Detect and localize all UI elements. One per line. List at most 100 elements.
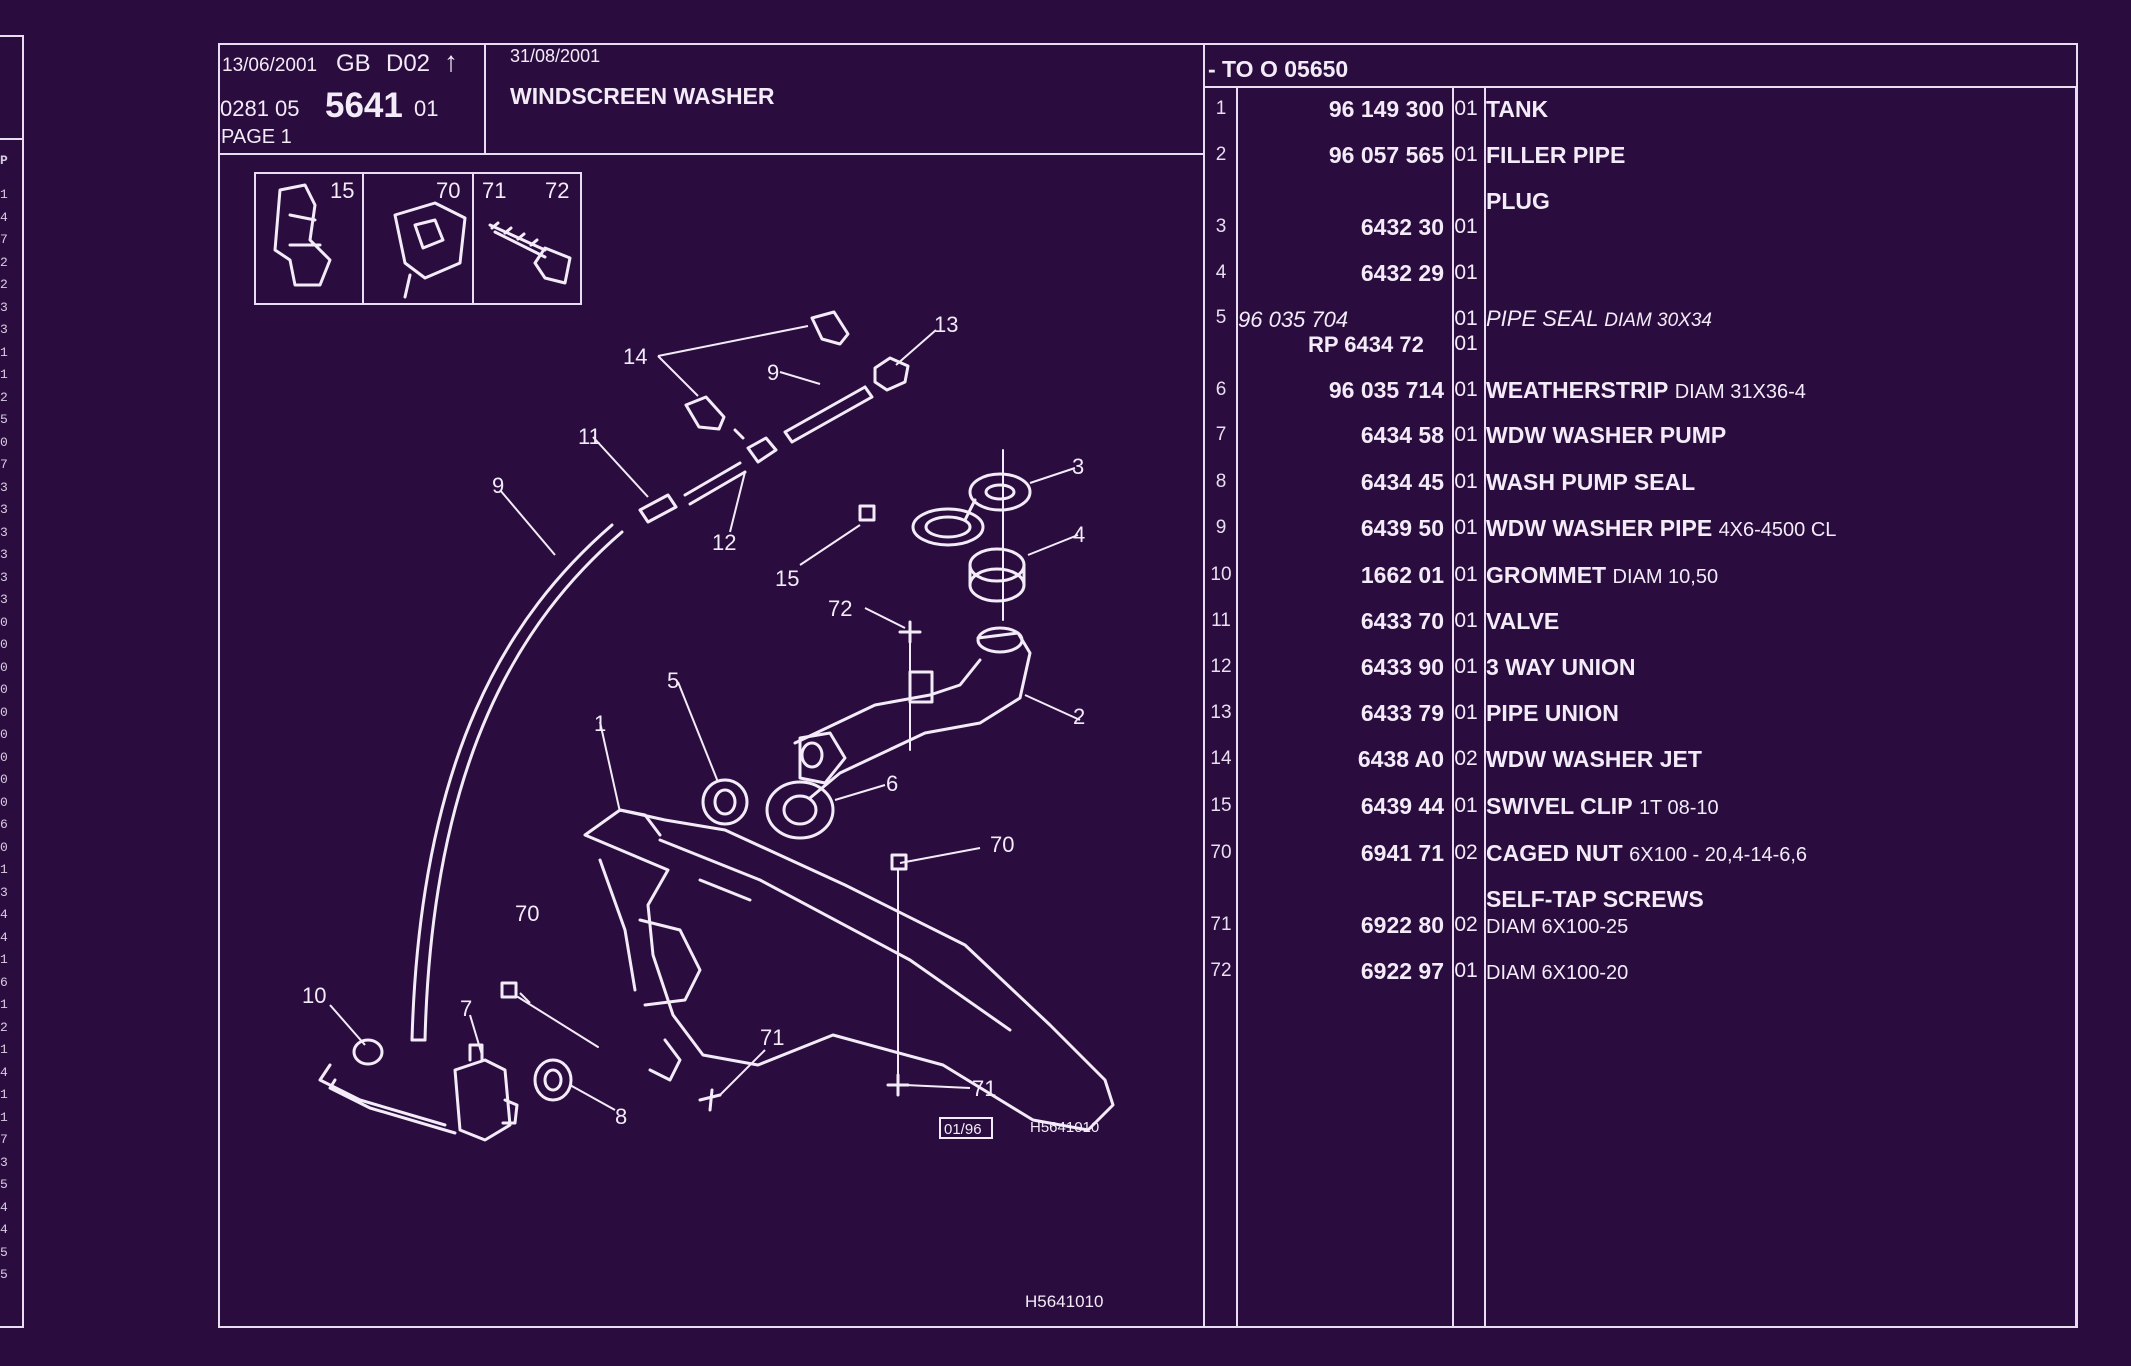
row-ref: 7 xyxy=(1215,424,1227,445)
strip-digit: 0 xyxy=(0,772,8,787)
row-spec: DIAM 6X100-25 xyxy=(1486,916,1629,938)
strip-digit: 7 xyxy=(0,457,8,472)
callout-71-bottom: 71 xyxy=(760,1025,784,1050)
filler-pipe-end xyxy=(798,731,847,785)
row-ref: 14 xyxy=(1210,748,1232,769)
strip-digit: 4 xyxy=(0,1064,8,1080)
row-name: VALVE xyxy=(1486,608,1560,634)
table-header-line xyxy=(1203,86,2078,88)
strip-digit: 1 xyxy=(0,862,8,877)
strip-digit: 4 xyxy=(0,209,8,225)
pump-7 xyxy=(453,1043,512,1142)
callout-6: 6 xyxy=(886,771,898,796)
callout-72: 72 xyxy=(828,596,852,621)
filler-pipe-2 xyxy=(793,631,1032,800)
valve-11 xyxy=(638,493,678,524)
strip-digit: 2 xyxy=(0,1019,8,1035)
row-part-number: 6941 71 xyxy=(1360,840,1444,866)
strip-digit: 1 xyxy=(0,367,8,382)
strip-header: P xyxy=(0,153,8,168)
row-part-replacement: RP 6434 72 xyxy=(1308,332,1424,357)
page-title: WINDSCREEN WASHER xyxy=(510,83,775,109)
row-spec: 6X100 - 20,4-14-6,6 xyxy=(1629,844,1808,866)
col-line-qty-right xyxy=(1484,86,1486,1328)
row-part-number: 6434 45 xyxy=(1360,469,1444,495)
row-part-number: 96 149 300 xyxy=(1328,96,1444,122)
screw-71a xyxy=(698,1088,722,1112)
washer-jet-14a xyxy=(684,395,726,431)
nut-thumbnail-icon xyxy=(393,201,467,299)
callout-11: 11 xyxy=(578,424,601,449)
strip-digit: 3 xyxy=(0,299,8,315)
row-name: PIPE UNION xyxy=(1486,700,1619,726)
strip-digit: 1 xyxy=(0,997,8,1012)
washer-pipe-long xyxy=(423,530,624,1042)
row-qty: 01 xyxy=(1454,470,1478,493)
drawing-ref: H5641010 xyxy=(1030,1119,1099,1136)
diagram-table-divider xyxy=(1203,43,1205,1328)
row-ref: 1 xyxy=(1215,98,1227,119)
row-name: GROMMET xyxy=(1486,562,1607,588)
row-qty: 01 xyxy=(1454,516,1478,539)
row-name: TANK xyxy=(1486,96,1549,122)
plug-3 xyxy=(968,472,1032,512)
pipe-union-13 xyxy=(873,356,910,392)
strip-digit: 3 xyxy=(0,569,8,585)
thumb-label-15: 15 xyxy=(330,178,355,203)
row-qty: 01 xyxy=(1454,655,1478,678)
row-description: SELF-TAP SCREWS xyxy=(1486,886,1704,913)
row-description: 3 WAY UNION xyxy=(1486,654,1636,681)
strip-digit: 1 xyxy=(0,187,8,202)
callout-70-left: 70 xyxy=(515,901,539,926)
col-line-ref xyxy=(1236,86,1238,1328)
row-qty: 01 xyxy=(1454,701,1478,724)
row-description: SWIVEL CLIP 1T 08-10 xyxy=(1486,793,1719,820)
row-spec: DIAM 31X36-4 xyxy=(1674,381,1806,403)
strip-digit: 0 xyxy=(0,749,8,765)
row-description: GROMMET DIAM 10,50 xyxy=(1486,562,1718,589)
row-name: WDW WASHER PUMP xyxy=(1486,422,1727,448)
header-bottom-line xyxy=(218,153,1203,155)
strip-digit: 6 xyxy=(0,817,8,832)
row-description: TANK xyxy=(1486,96,1548,123)
row-qty: 01 xyxy=(1454,261,1478,284)
washer-jet-14b xyxy=(810,310,850,346)
strip-digit: 1 xyxy=(0,1042,8,1057)
stamp-date: 01/96 xyxy=(944,1121,982,1138)
strip-digit: 1 xyxy=(0,344,8,360)
strip-digit: 5 xyxy=(0,1244,8,1260)
row-part-number: 6433 79 xyxy=(1360,700,1444,726)
col-line-qty-left xyxy=(1452,86,1454,1328)
print-date: 13/06/2001 xyxy=(222,55,318,76)
row-ref: 9 xyxy=(1215,517,1227,538)
thumb-label-72: 72 xyxy=(545,178,570,203)
strip-digit: 0 xyxy=(0,839,8,855)
row-description: VALVE xyxy=(1486,608,1559,635)
strip-digit: 2 xyxy=(0,254,8,270)
swivel-clip-15 xyxy=(858,504,876,522)
grommet-10 xyxy=(352,1038,384,1066)
catalog-sheet xyxy=(218,43,2078,1328)
row-description: PIPE SEAL DIAM 30X34 xyxy=(1486,306,1712,332)
strip-digit: 0 xyxy=(0,727,8,742)
row-qty: 01 xyxy=(1454,97,1478,120)
row-part-number: 6434 58 xyxy=(1360,422,1444,448)
row-part-number: 6432 30 xyxy=(1360,214,1444,240)
callout-71-right: 71 xyxy=(972,1076,996,1101)
row-part-number: 6439 50 xyxy=(1360,515,1444,541)
strip-digit: 3 xyxy=(0,479,8,495)
row-description: PLUG xyxy=(1486,188,1550,215)
row-qty: 01 xyxy=(1454,143,1478,166)
strip-digit: 2 xyxy=(0,277,8,292)
row-spec: 1T 08-10 xyxy=(1638,797,1719,819)
callout-9-long: 9 xyxy=(492,473,504,498)
callout-15: 15 xyxy=(775,566,799,591)
header-divider xyxy=(484,43,486,155)
row-ref: 71 xyxy=(1210,914,1232,935)
row-name: WDW WASHER PIPE xyxy=(1486,515,1713,541)
strip-digit: 3 xyxy=(0,322,8,337)
strip-digit: 7 xyxy=(0,1132,8,1147)
row-part-number: 6433 90 xyxy=(1360,654,1444,680)
row-description: WASH PUMP SEAL xyxy=(1486,469,1695,496)
